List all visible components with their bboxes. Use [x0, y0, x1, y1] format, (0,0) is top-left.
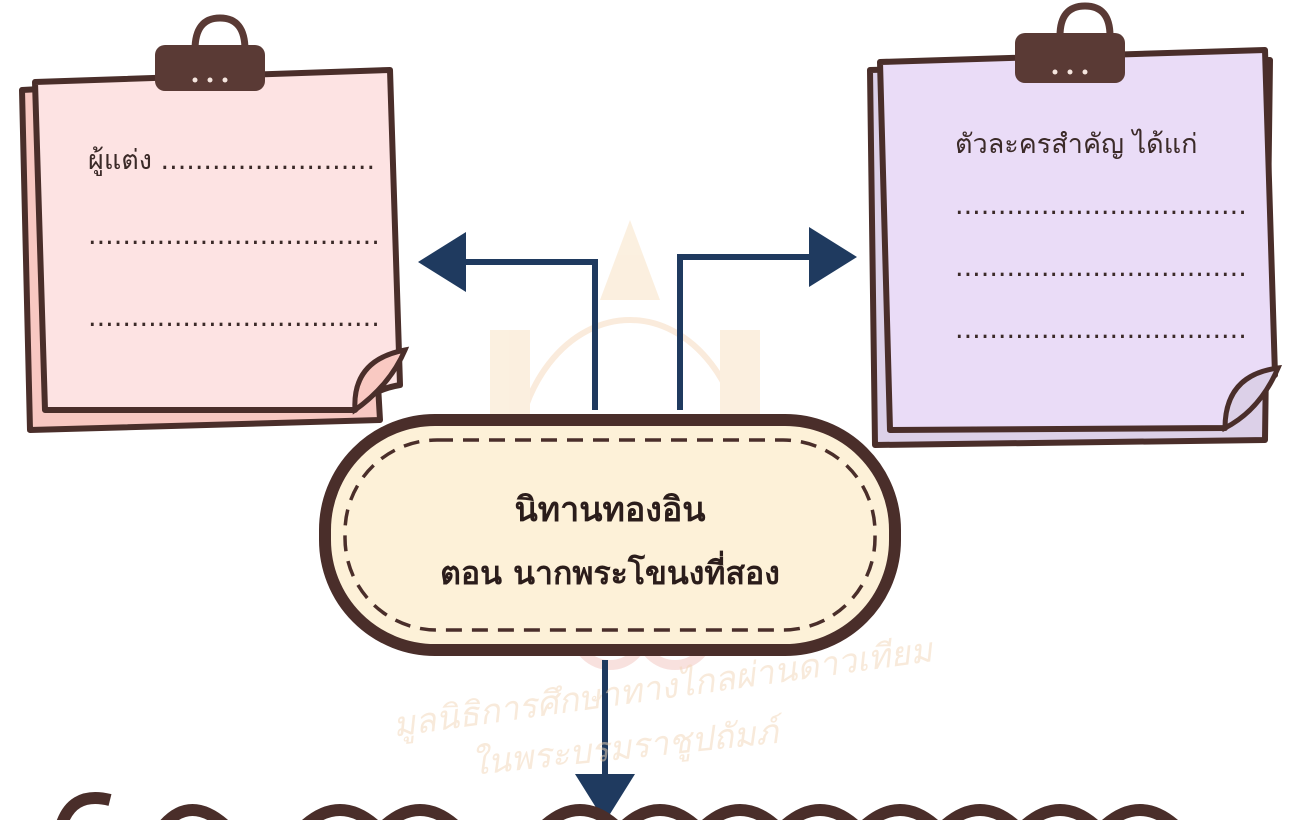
characters-note-card [867, 2, 1283, 448]
characters-note-clip [1015, 33, 1125, 83]
characters-note-clip-ring [1056, 2, 1114, 37]
author-note-card [19, 14, 410, 433]
center-subtitle: ตอน นากพระโขนงที่สอง [440, 554, 780, 592]
center-node [319, 414, 901, 656]
arrow-to-characters-note [677, 227, 857, 410]
characters-line-2: .................................. [955, 252, 1247, 283]
center-title: นิทานทองอิน [514, 490, 706, 530]
author-label: ผู้แต่ง ......................... [88, 145, 376, 176]
characters-line-1: .................................. [955, 190, 1247, 221]
author-note-curl [352, 346, 410, 415]
author-line-3: .................................. [88, 302, 380, 333]
characters-note-curl [1222, 364, 1283, 433]
bottom-cloud-band [56, 792, 1178, 820]
characters-line-3: .................................. [955, 314, 1247, 345]
characters-label: ตัวละครสำคัญ ได้แก่ [955, 129, 1198, 160]
center-node-shape [319, 414, 901, 656]
author-note-clip-ring [191, 14, 249, 51]
center-node-dashed-border [343, 438, 877, 632]
characters-note-sheet [877, 47, 1278, 433]
author-note-clip [155, 45, 265, 91]
connector-arrows [418, 227, 857, 820]
author-line-2: .................................. [88, 220, 380, 251]
arrow-to-author-note [418, 232, 598, 410]
